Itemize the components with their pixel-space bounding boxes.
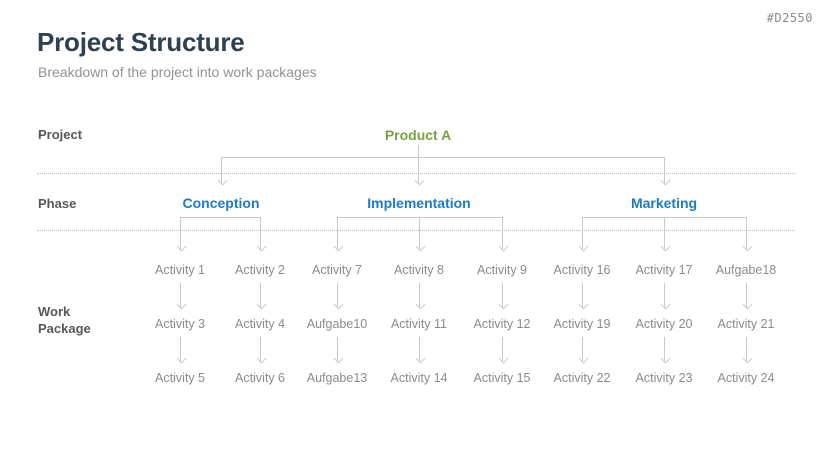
down-arrow-icon (746, 217, 747, 250)
work-package-label: Activity 8 (393, 263, 444, 277)
page-title: Project Structure (37, 27, 245, 57)
work-package-column: Activity 8 Activity 11 Activity 14 (374, 263, 464, 387)
phase-node-conception: Conception (182, 195, 260, 211)
work-package-label: Aufgabe18 (715, 263, 777, 277)
down-arrow-icon (582, 217, 583, 250)
phase-node-implementation: Implementation (367, 195, 471, 211)
down-arrow-icon (180, 217, 181, 250)
down-arrow-icon (260, 217, 261, 250)
work-package-label: Activity 22 (553, 371, 611, 385)
work-package-column: Activity 7 Aufgabe10 Aufgabe13 (292, 263, 382, 387)
down-arrow-icon (664, 283, 665, 308)
down-arrow-icon (180, 283, 181, 308)
work-package-label: Activity 24 (717, 371, 775, 385)
work-package-label: Activity 19 (553, 317, 611, 331)
slide-id: #D2550 (766, 11, 813, 25)
work-package-label: Activity 7 (311, 263, 362, 277)
down-arrow-icon (664, 217, 665, 250)
down-arrow-icon (260, 283, 261, 308)
connector-stub (418, 145, 419, 157)
down-arrow-icon (337, 217, 338, 250)
down-arrow-icon (418, 157, 419, 184)
row-label-work-package: Work Package (38, 304, 91, 336)
down-arrow-icon (260, 337, 261, 362)
phase-node-marketing: Marketing (630, 195, 698, 211)
work-package-label: Activity 2 (234, 263, 285, 277)
work-package-label: Activity 5 (154, 371, 205, 385)
down-arrow-icon (664, 337, 665, 362)
down-arrow-icon (502, 337, 503, 362)
down-arrow-icon (180, 337, 181, 362)
down-arrow-icon (221, 157, 222, 184)
work-package-label: Activity 21 (717, 317, 775, 331)
down-arrow-icon (664, 157, 665, 184)
down-arrow-icon (419, 337, 420, 362)
down-arrow-icon (582, 283, 583, 308)
work-package-column: Activity 2 Activity 4 Activity 6 (215, 263, 305, 387)
down-arrow-icon (582, 337, 583, 362)
work-package-column: Activity 1 Activity 3 Activity 5 (135, 263, 225, 387)
work-package-label: Activity 14 (390, 371, 448, 385)
page-subtitle: Breakdown of the project into work packa… (38, 64, 317, 80)
work-package-label: Aufgabe13 (306, 371, 368, 385)
down-arrow-icon (746, 283, 747, 308)
work-package-label: Aufgabe10 (306, 317, 368, 331)
row-divider-dotted (37, 173, 795, 174)
down-arrow-icon (337, 337, 338, 362)
down-arrow-icon (419, 217, 420, 250)
work-package-label: Activity 9 (476, 263, 527, 277)
work-package-label: Activity 3 (154, 317, 205, 331)
work-package-column: Activity 17 Activity 20 Activity 23 (619, 263, 709, 387)
down-arrow-icon (746, 337, 747, 362)
work-package-label: Activity 15 (473, 371, 531, 385)
row-divider-dotted (37, 230, 795, 231)
work-package-label: Activity 11 (390, 317, 448, 331)
work-package-label: Activity 23 (635, 371, 693, 385)
project-node: Product A (384, 127, 452, 143)
connector-horizontal (221, 157, 664, 158)
down-arrow-icon (337, 283, 338, 308)
row-label-phase: Phase (38, 196, 77, 211)
work-package-label: Activity 12 (473, 317, 531, 331)
down-arrow-icon (502, 217, 503, 250)
row-label-project: Project (38, 127, 83, 142)
work-package-label: Activity 20 (635, 317, 693, 331)
down-arrow-icon (502, 283, 503, 308)
down-arrow-icon (419, 283, 420, 308)
connector-horizontal (180, 217, 260, 218)
work-package-label: Activity 1 (154, 263, 205, 277)
work-package-column: Activity 16 Activity 19 Activity 22 (537, 263, 627, 387)
work-package-label: Activity 17 (635, 263, 693, 277)
work-package-label: Activity 16 (553, 263, 611, 277)
work-package-label: Activity 6 (234, 371, 285, 385)
work-package-column: Activity 9 Activity 12 Activity 15 (457, 263, 547, 387)
work-package-label: Activity 4 (234, 317, 285, 331)
work-package-column: Aufgabe18 Activity 21 Activity 24 (701, 263, 791, 387)
